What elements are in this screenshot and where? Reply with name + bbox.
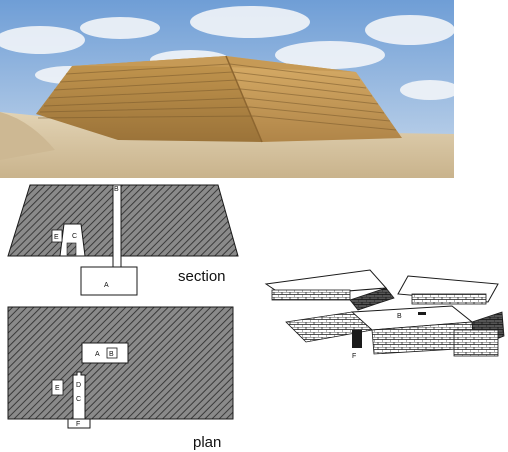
section-label-e: E [54, 234, 59, 241]
plan-label-a: A [95, 351, 100, 358]
iso-chamber-hole [418, 312, 426, 315]
iso-wall-right-top [411, 293, 487, 305]
plan-diagram: A B D C E F [7, 306, 234, 429]
section-label-a: A [104, 282, 109, 289]
section-label-c: C [72, 233, 77, 240]
iso-label-f: F [352, 353, 356, 360]
section-shaft [112, 184, 122, 268]
isometric-diagram: B F [264, 269, 505, 360]
plan-chamber-inner [106, 347, 118, 359]
section-mastaba-body [7, 184, 239, 257]
section-label-b: B [114, 186, 119, 193]
mastaba-top [72, 56, 356, 72]
mastaba-photo [0, 0, 454, 178]
plan-serdab-e [51, 379, 64, 396]
iso-wall-left-top [271, 289, 351, 301]
plan-entrance-f [67, 418, 91, 429]
plan-label-e: E [55, 385, 60, 392]
plan-label-c: C [76, 396, 81, 403]
section-chapel-c [59, 223, 86, 257]
plan-label-b: B [109, 351, 114, 358]
section-caption: section [178, 268, 226, 285]
plan-label-d: D [76, 382, 81, 389]
sand-dune [0, 112, 55, 160]
plan-caption: plan [193, 434, 222, 451]
section-burial-chamber [80, 266, 138, 296]
iso-step-block [453, 329, 499, 357]
mastaba-side-face [226, 56, 402, 142]
mastaba-front-face [36, 56, 262, 142]
section-diagram: B A C E [7, 184, 239, 296]
section-serdab-e [51, 229, 63, 243]
section-stela [66, 242, 77, 256]
iso-entrance-opening [352, 330, 362, 348]
iso-label-b: B [397, 313, 402, 320]
mastaba-corner-edge [225, 55, 263, 143]
iso-wall-dark [349, 287, 395, 311]
plan-burial-chamber [81, 342, 129, 364]
plan-label-f: F [76, 421, 80, 428]
